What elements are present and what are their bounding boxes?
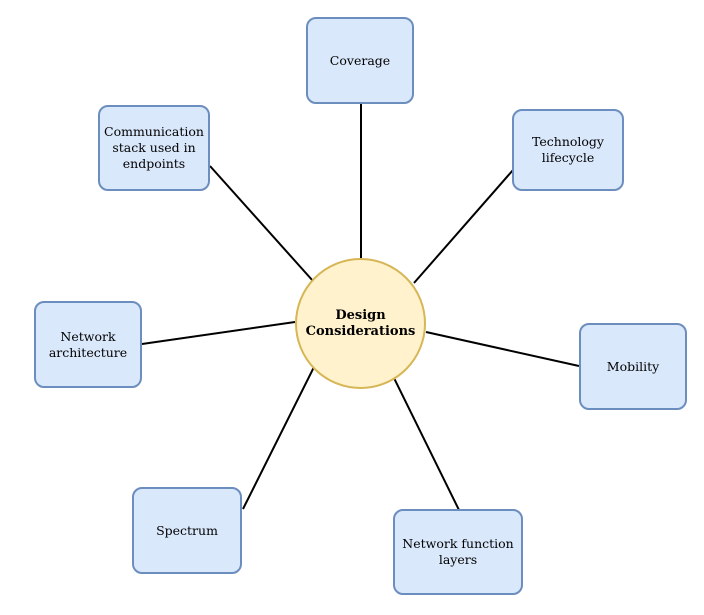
node-mobility-label: Mobility [606,358,660,374]
node-network-function-layers-label: Network function layers [402,536,514,567]
edge-network-architecture [141,321,296,345]
node-technology-lifecycle[interactable]: Technology lifecycle [512,109,624,191]
edge-network-function-layers [392,375,460,511]
node-technology-lifecycle-label: Technology lifecycle [532,134,604,165]
node-network-architecture-label: Network architecture [48,328,128,360]
node-communication-stack-label: Communication stack used in endpoints [104,124,204,171]
edge-technology-lifecycle [413,169,514,284]
edge-spectrum [242,366,315,510]
node-communication-stack[interactable]: Communication stack used in endpoints [98,105,210,191]
node-network-architecture[interactable]: Network architecture [34,301,142,388]
node-coverage-label: Coverage [329,52,391,68]
center-node-design-considerations[interactable]: Design Considerations [295,258,426,389]
edge-communication-stack [209,165,314,282]
node-network-function-layers[interactable]: Network function layers [393,509,523,595]
node-coverage[interactable]: Coverage [306,17,414,104]
node-mobility[interactable]: Mobility [579,323,687,410]
center-node-label: Design Considerations [305,307,416,339]
node-spectrum-label: Spectrum [156,522,218,538]
edge-mobility [425,331,580,367]
node-spectrum[interactable]: Spectrum [132,487,242,574]
